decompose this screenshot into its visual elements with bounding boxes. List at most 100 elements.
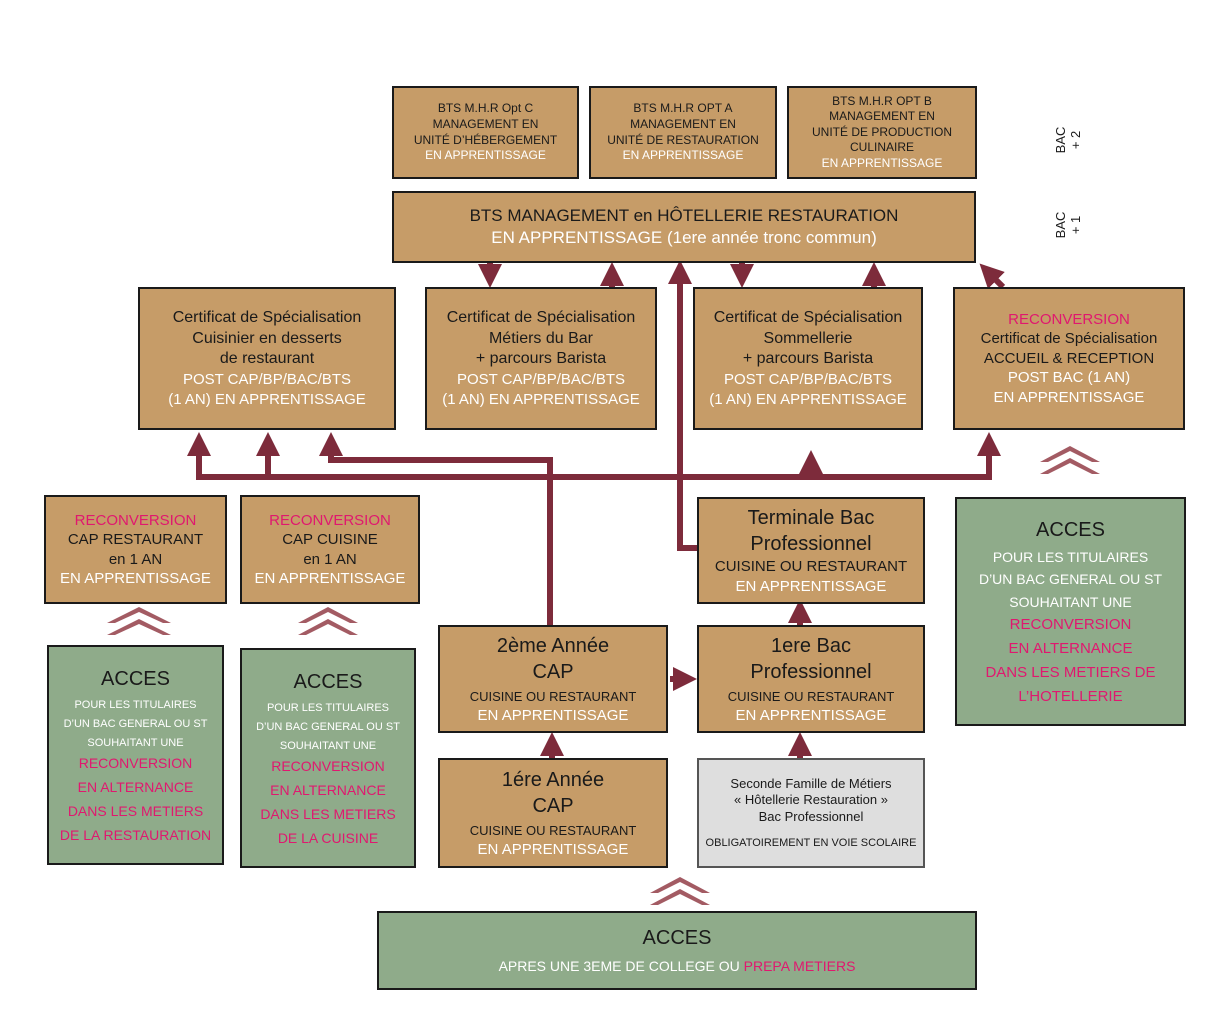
bts-option-line: BTS M.H.R OPT A <box>633 101 733 116</box>
access-highlight: EN ALTERNANCE <box>77 779 194 796</box>
level-label-bac2: BAC+ 2 <box>1053 126 1083 154</box>
cert-note: (1 AN) EN APPRENTISSAGE <box>709 390 907 408</box>
access-college-box: ACCES APRES UNE 3EME DE COLLEGE OU PREPA… <box>377 911 977 990</box>
cap-year-sub: CUISINE OU RESTAURANT <box>469 822 637 838</box>
access-restauration-box: ACCES POUR LES TITULAIRES D’UN BAC GENER… <box>47 645 224 865</box>
cert-sommellerie-box: Certificat de Spécialisation Sommellerie… <box>693 287 923 430</box>
cert-reconversion-label: RECONVERSION <box>1008 310 1130 328</box>
bts-option-line: MANAGEMENT EN <box>630 116 736 131</box>
premiere-note: EN APPRENTISSAGE <box>735 706 887 724</box>
bts-option-line: MANAGEMENT EN <box>432 116 539 131</box>
cert-note: (1 AN) EN APPRENTISSAGE <box>168 390 366 408</box>
access-cuisine-box: ACCES POUR LES TITULAIRES D’UN BAC GENER… <box>240 648 416 868</box>
cap-line: en 1 AN <box>108 550 163 568</box>
access-highlight: DANS LES METIERS DE <box>985 664 1156 682</box>
access-line: SOUHAITANT UNE <box>279 739 377 752</box>
cap-note: EN APPRENTISSAGE <box>254 570 406 587</box>
cap-year-title: CAP <box>532 794 574 817</box>
access-highlight: RECONVERSION <box>271 758 385 775</box>
cert-line: Certificat de Spécialisation <box>980 330 1158 348</box>
access-line: POUR LES TITULAIRES <box>266 702 390 715</box>
terminale-note: EN APPRENTISSAGE <box>735 577 887 595</box>
cap-year-sub: CUISINE OU RESTAURANT <box>469 688 637 704</box>
cert-bar-box: Certificat de Spécialisation Métiers du … <box>425 287 657 430</box>
cert-line: de restaurant <box>219 350 315 368</box>
access-line: SOUHAITANT UNE <box>1009 593 1132 610</box>
terminale-title: Terminale Bac <box>747 507 875 529</box>
cert-line: Certificat de Spécialisation <box>446 308 636 326</box>
access-title: ACCES <box>293 671 363 694</box>
bts-option-line: CULINAIRE <box>849 140 914 155</box>
cap-year-title: CAP <box>532 660 574 683</box>
access-highlight: DE LA RESTAURATION <box>59 826 212 843</box>
bts-option-note: EN APPRENTISSAGE <box>821 155 943 170</box>
bts-common-title: BTS MANAGEMENT en HÔTELLERIE RESTAURATIO… <box>469 205 899 225</box>
access-highlight: DANS LES METIERS <box>67 803 204 820</box>
cert-line: Sommellerie <box>763 329 853 347</box>
reconversion-label: RECONVERSION <box>74 511 197 529</box>
bac-pro-premiere-box: 1ere Bac Professionnel CUISINE OU RESTAU… <box>697 625 925 733</box>
cert-line: Métiers du Bar <box>488 329 594 347</box>
bts-option-line: UNITÉ DE PRODUCTION <box>811 124 952 139</box>
access-highlight: DANS LES METIERS <box>260 806 396 823</box>
bts-option-line: MANAGEMENT EN <box>829 109 935 124</box>
access-line: POUR LES TITULAIRES <box>992 548 1149 565</box>
access-title: ACCES <box>642 927 712 950</box>
chevron-up-icon <box>298 607 358 635</box>
bts-option-line: UNITÉ DE RESTAURATION <box>607 132 759 147</box>
bts-option-note: EN APPRENTISSAGE <box>622 148 744 163</box>
bts-option-c-box: BTS M.H.R Opt C MANAGEMENT EN UNITÉ D’HÉ… <box>392 86 579 179</box>
cert-line: Cuisinier en desserts <box>192 329 342 347</box>
cap-restaurant-reconversion-box: RECONVERSION CAP RESTAURANT en 1 AN EN A… <box>44 495 227 604</box>
access-title: ACCES <box>101 668 170 691</box>
access-highlight: EN ALTERNANCE <box>270 782 386 799</box>
cert-accueil-box: RECONVERSION Certificat de Spécialisatio… <box>953 287 1185 430</box>
access-highlight: RECONVERSION <box>1009 616 1132 634</box>
bts-option-line: BTS M.H.R Opt C <box>437 101 534 116</box>
access-line: D’UN BAC GENERAL OU ST <box>256 721 400 734</box>
access-highlight: RECONVERSION <box>78 755 193 772</box>
bts-common-box: BTS MANAGEMENT en HÔTELLERIE RESTAURATIO… <box>392 191 976 263</box>
seconde-note: OBLIGATOIREMENT EN VOIE SCOLAIRE <box>705 837 917 850</box>
cap-note: EN APPRENTISSAGE <box>60 570 211 587</box>
access-hotellerie-box: ACCES POUR LES TITULAIRES D’UN BAC GENER… <box>955 497 1186 726</box>
cap-year1-box: 1ére Année CAP CUISINE OU RESTAURANT EN … <box>438 758 668 868</box>
cap-line: CAP CUISINE <box>282 531 378 548</box>
bts-option-note: EN APPRENTISSAGE <box>425 148 546 163</box>
access-line: D’UN BAC GENERAL OU ST <box>63 718 208 731</box>
access-line: POUR LES TITULAIRES <box>74 699 197 712</box>
level-label-bac1: BAC+ 1 <box>1053 211 1083 239</box>
cap-line: CAP RESTAURANT <box>67 531 204 548</box>
access-college-line-start: APRES UNE 3EME DE COLLEGE OU <box>498 958 744 975</box>
cap-year-note: EN APPRENTISSAGE <box>477 706 629 724</box>
cert-line: Certificat de Spécialisation <box>172 308 362 326</box>
cert-line: Certificat de Spécialisation <box>713 308 903 326</box>
cert-note: POST BAC (1 AN) <box>1007 369 1131 387</box>
cap-year-title: 2ème Année <box>496 634 610 657</box>
seconde-bac-pro-box: Seconde Famille de Métiers « Hôtellerie … <box>697 758 925 868</box>
cap-cuisine-reconversion-box: RECONVERSION CAP CUISINE en 1 AN EN APPR… <box>240 495 420 604</box>
premiere-title: 1ere Bac <box>770 634 852 657</box>
cert-desserts-box: Certificat de Spécialisation Cuisinier e… <box>138 287 396 430</box>
bts-option-a-box: BTS M.H.R OPT A MANAGEMENT EN UNITÉ DE R… <box>589 86 777 179</box>
bts-common-note: EN APPRENTISSAGE (1ere année tronc commu… <box>491 228 877 247</box>
cap-line: en 1 AN <box>303 550 357 568</box>
bts-option-line: UNITÉ D’HÉBERGEMENT <box>413 132 558 147</box>
bts-option-line: BTS M.H.R OPT B <box>832 93 932 108</box>
bts-option-b-box: BTS M.H.R OPT B MANAGEMENT EN UNITÉ DE P… <box>787 86 977 179</box>
access-highlight: L’HOTELLERIE <box>1018 688 1123 706</box>
cert-line: ACCUEIL & RECEPTION <box>983 349 1155 367</box>
cert-note: POST CAP/BP/BAC/BTS <box>723 371 893 389</box>
terminale-title: Professionnel <box>750 533 872 555</box>
access-highlight: DE LA CUISINE <box>277 829 379 846</box>
seconde-line: « Hôtellerie Restauration » <box>734 792 888 808</box>
terminale-sub: CUISINE OU RESTAURANT <box>714 558 908 575</box>
arrow-cap2-to-cert-desserts <box>319 432 553 626</box>
access-title: ACCES <box>1036 518 1105 541</box>
seconde-line: Seconde Famille de Métiers <box>730 775 892 791</box>
seconde-line: Bac Professionnel <box>758 809 864 825</box>
access-highlight: EN ALTERNANCE <box>1008 640 1133 658</box>
premiere-title: Professionnel <box>750 660 872 683</box>
